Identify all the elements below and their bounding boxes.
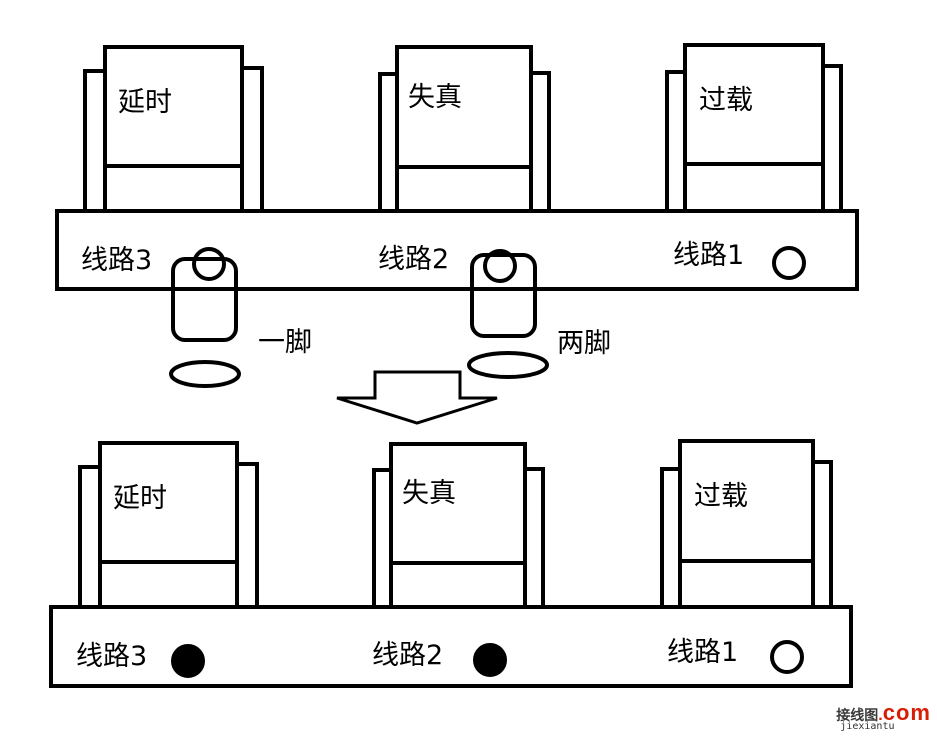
jumper-shadow: [169, 360, 241, 388]
relay-base: [395, 165, 533, 213]
relay-label: 过载: [699, 85, 753, 116]
line-2-label: 线路2: [372, 640, 443, 671]
relay-label: 延时: [118, 87, 172, 118]
relay-right-post: [821, 64, 843, 213]
terminal-line-3: [171, 644, 205, 678]
top-relay-2: 失真: [378, 45, 551, 213]
relay-body: [98, 441, 239, 564]
relay-left-post: [665, 70, 687, 213]
terminal-line-3: [192, 247, 226, 281]
bottom-relay-2: 失真: [372, 442, 545, 609]
relay-base: [389, 561, 527, 609]
relay-label: 失真: [408, 82, 462, 113]
relay-right-post: [529, 71, 551, 213]
top-relay-1: 延时: [83, 45, 264, 213]
relay-right-post: [235, 462, 259, 609]
relay-body: [103, 45, 244, 168]
line-3-label: 线路3: [76, 641, 147, 672]
watermark-logo: 接线图 . com jiexiantu: [836, 702, 931, 732]
relay-label: 过载: [694, 481, 748, 512]
relay-left-post: [378, 72, 399, 213]
bottom-relay-1: 延时: [78, 441, 259, 609]
relay-label: 失真: [402, 478, 456, 509]
relay-right-post: [240, 66, 264, 213]
relay-body: [678, 439, 815, 563]
jumper-cap: [171, 257, 238, 342]
relay-left-post: [372, 468, 393, 609]
jumper-shadow: [467, 351, 549, 379]
bottom-board: [49, 605, 853, 688]
jumper-cap: [470, 253, 537, 338]
relay-right-post: [811, 460, 833, 609]
bottom-panel: 延时 失真 过载 线路3 线路2 线路1: [49, 439, 853, 688]
top-board: [55, 209, 859, 291]
top-relay-3: 过载: [665, 43, 843, 213]
relay-label: 延时: [113, 483, 167, 514]
watermark-tld: com: [882, 700, 931, 725]
bottom-relay-3: 过载: [660, 439, 833, 609]
terminal-line-2: [483, 249, 517, 283]
jumper-two-label: 两脚: [557, 328, 611, 359]
jumper-one-label: 一脚: [258, 327, 312, 358]
line-1-label: 线路1: [673, 240, 744, 271]
watermark-domain: jiexiantu: [840, 721, 895, 732]
relay-body: [389, 442, 527, 565]
line-3-label: 线路3: [81, 245, 152, 276]
top-panel: 延时 失真 过载 线路3 线路2 线路1 一: [55, 43, 859, 388]
down-arrow-icon: [336, 370, 498, 425]
terminal-line-1: [772, 246, 806, 280]
line-2-label: 线路2: [378, 244, 449, 275]
watermark-brand: 接线图: [836, 708, 879, 724]
relay-left-post: [78, 465, 102, 609]
relay-base: [98, 560, 239, 609]
relay-right-post: [523, 467, 545, 609]
terminal-line-1: [770, 640, 804, 674]
watermark-dot: .: [878, 707, 883, 724]
jumper-one-pin: 一脚: [169, 257, 312, 388]
relay-base: [683, 162, 825, 213]
relay-base: [103, 164, 244, 213]
line-1-label: 线路1: [667, 637, 738, 668]
relay-body: [683, 43, 825, 166]
relay-base: [678, 559, 815, 609]
terminal-line-2: [473, 643, 507, 677]
relay-left-post: [83, 69, 107, 213]
jumper-two-pin: 两脚: [467, 253, 611, 379]
relay-body: [395, 45, 533, 169]
relay-left-post: [660, 467, 682, 609]
